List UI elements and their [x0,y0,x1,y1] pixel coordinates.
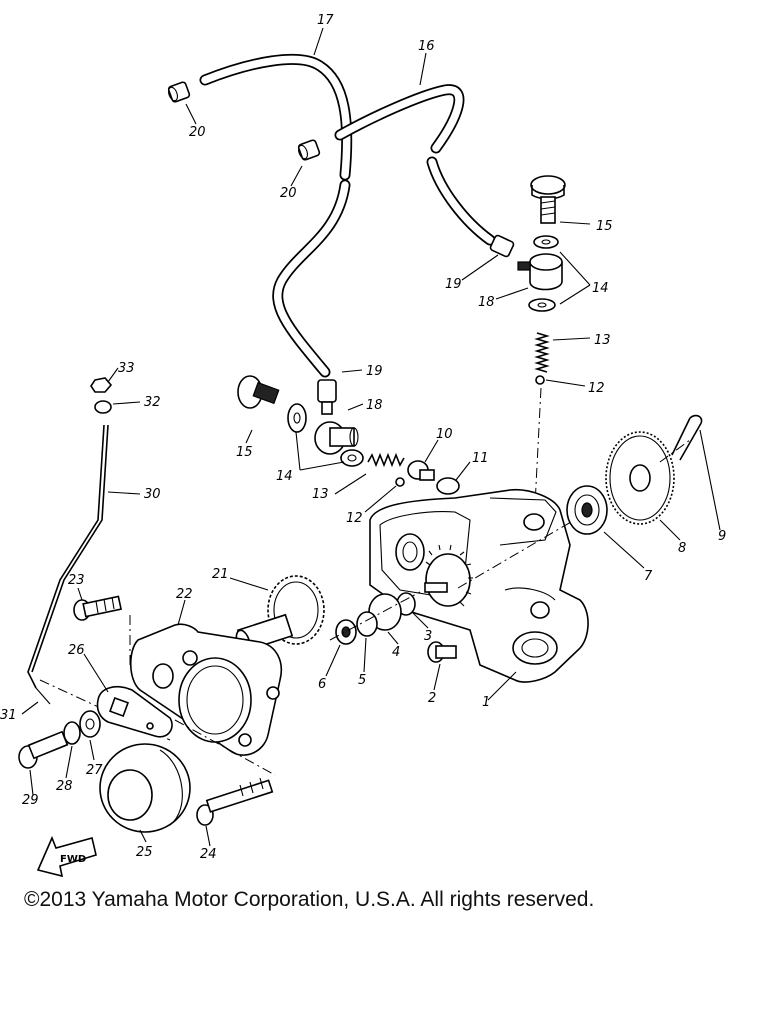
callout-17: 17 [317,13,334,28]
copyright-notice: ©2013 Yamaha Motor Corporation, U.S.A. A… [24,888,595,911]
callout-19-upper: 19 [445,277,462,292]
check-ball-12-upper [535,375,545,385]
oil-pump-body-1 [369,488,589,683]
banjo-bolt-15-upper [530,175,566,224]
callout-10: 10 [436,427,453,442]
drive-gear-8 [605,431,675,525]
callout-21: 21 [212,567,229,582]
callout-28: 28 [56,779,73,794]
cotter-pin-9 [671,414,703,461]
callout-23: 23 [68,573,85,588]
callout-16: 16 [418,39,435,54]
pump-inner-gear [424,544,473,607]
washer-27 [79,710,101,738]
callout-12-lower: 12 [346,511,363,526]
callout-labels: 17 16 20 20 15 19 18 14 13 12 19 18 15 1… [0,13,726,862]
bolt-2 [427,641,457,663]
washer-14-lower-a [287,403,307,433]
callout-8: 8 [678,541,686,556]
leader-lines [21,27,721,847]
callout-32: 32 [144,395,161,410]
callout-22: 22 [176,587,193,602]
banjo-fitting-18-lower [314,421,359,455]
callout-15-lower: 15 [236,445,253,460]
nut-6 [335,619,357,645]
callout-2: 2 [428,691,436,706]
callout-14-lower: 14 [276,469,293,484]
banjo-bolt-15-lower [237,375,280,409]
callout-27: 27 [86,763,103,778]
washer-32 [94,400,112,414]
callout-29: 29 [22,793,39,808]
callout-1: 1 [482,695,490,710]
fwd-label: FWD [60,854,86,865]
callout-31: 31 [0,708,17,723]
washer-28 [63,721,81,745]
hose-clip-20-upper [167,81,191,103]
callout-19-lower: 19 [366,364,383,379]
callout-18-upper: 18 [478,295,495,310]
callout-6: 6 [318,677,326,692]
washer-14-upper-a [533,235,559,249]
callout-11: 11 [472,451,489,466]
cotter-pin-31 [35,687,51,705]
screw-24 [196,777,274,826]
parts-diagram: FWD [0,13,726,878]
screw-29 [18,730,69,769]
callout-25: 25 [136,845,153,860]
callout-30: 30 [144,487,161,502]
washer-11 [436,477,460,495]
fwd-arrow-icon: FWD [36,835,97,878]
callout-20-lower: 20 [280,186,297,201]
pump-cover-25 [99,743,191,833]
callout-9: 9 [718,529,726,544]
callout-20-upper: 20 [189,125,206,140]
control-rod-30 [27,424,109,689]
callout-14-upper: 14 [592,281,609,296]
hose-clip-20-lower [297,139,321,161]
hose-17 [199,53,353,378]
callout-7: 7 [644,569,653,584]
spring-13-lower [367,452,405,468]
callout-24: 24 [200,847,217,862]
pump-lever-26 [96,686,173,738]
callout-12-upper: 12 [588,381,605,396]
callout-5: 5 [358,673,366,688]
callout-3: 3 [424,629,432,644]
callout-15-upper: 15 [596,219,613,234]
hose-fitting-19-lower [317,379,337,415]
spring-13-upper [534,332,550,373]
callout-13-upper: 13 [594,333,611,348]
callout-4: 4 [392,645,400,660]
callout-26: 26 [68,643,85,658]
screw-23 [73,595,123,621]
callout-18-lower: 18 [366,398,383,413]
banjo-fitting-18-upper [517,253,563,291]
bearing-7 [566,485,608,535]
washer-14-upper-b [528,298,556,312]
check-ball-12-lower [395,477,405,487]
nut-33 [90,377,113,393]
hose-fitting-19-upper [489,234,515,258]
bolt-10 [407,460,435,481]
callout-33: 33 [118,361,135,376]
callout-13-lower: 13 [312,487,329,502]
washer-14-lower-b [340,449,364,467]
hose-16 [334,84,496,246]
